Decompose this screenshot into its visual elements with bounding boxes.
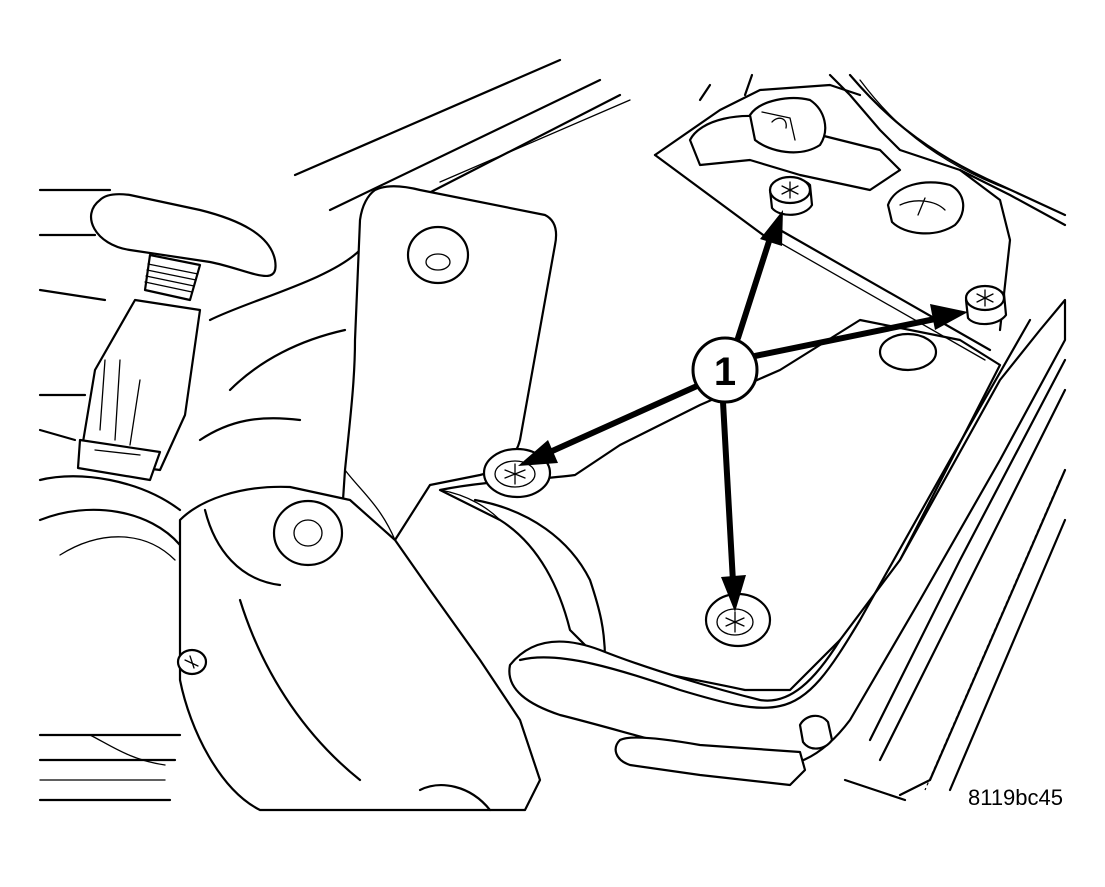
screw-right [964,284,1008,326]
lower-left-body [38,248,362,802]
screw-top [768,175,814,216]
wiring-connector [76,193,277,482]
figure-id-label: 8119bc45 [968,785,1063,810]
callout-bubble: 1 [691,336,759,404]
lower-trim-channel [418,298,1067,812]
upper-right-assembly [653,73,1067,332]
callout-leaders [518,210,968,612]
fastener-screws [482,175,1008,648]
lower-housing [176,485,542,812]
background-panel-lines [38,58,631,442]
callout-number: 1 [714,350,736,394]
